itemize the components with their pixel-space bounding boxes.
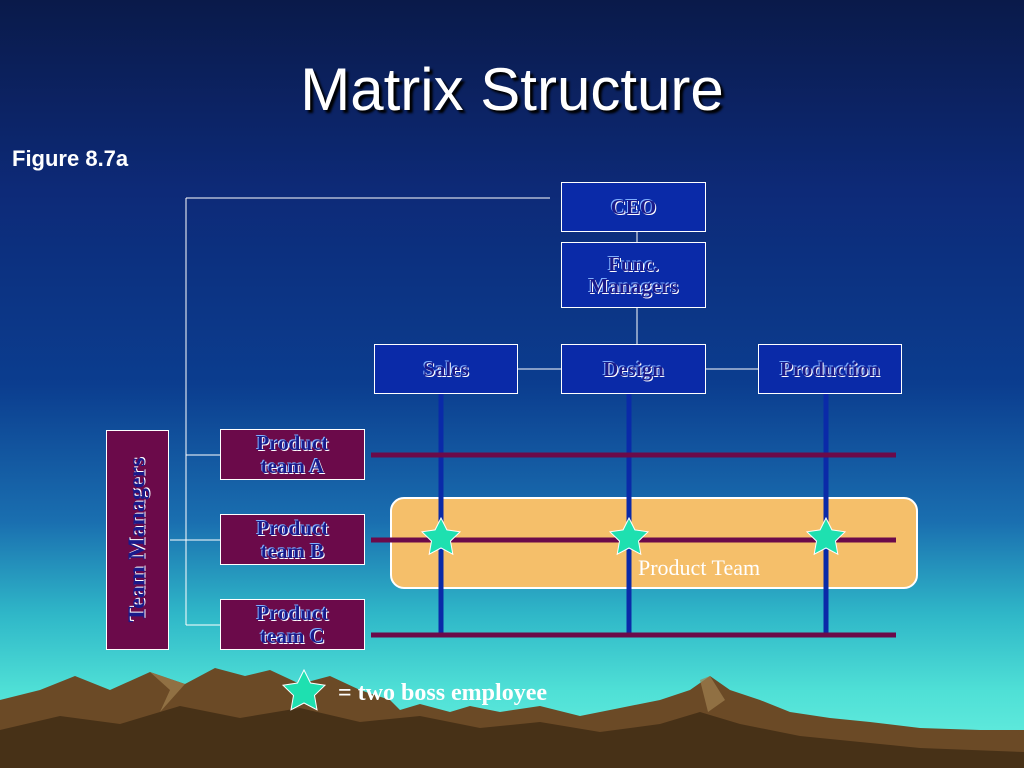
product-team-b-line1: Product — [256, 516, 329, 541]
mountain-landscape — [0, 668, 1024, 768]
product-team-c-line1: Product — [256, 601, 329, 626]
dept-label-production: Production — [780, 356, 880, 381]
ceo-label: CEO — [610, 194, 657, 219]
figure-label: Figure 8.7a — [12, 146, 129, 171]
dept-box-sales: Sales — [374, 344, 518, 394]
team-managers-box: Team Managers — [106, 430, 169, 650]
product-team-a-line1: Product — [256, 431, 329, 456]
product-team-b-box: Product team B — [220, 514, 365, 565]
product-team-c-box: Product team C — [220, 599, 365, 650]
product-team-a-line2: team A — [260, 453, 325, 478]
two-boss-star-sales — [420, 516, 462, 556]
star-icon — [281, 668, 327, 711]
dept-label-sales: Sales — [423, 356, 469, 381]
two-boss-star-production — [805, 516, 847, 556]
ceo-box: CEO — [561, 182, 706, 232]
product-team-c-line2: team C — [260, 623, 325, 648]
func-managers-box: Func. Managers — [561, 242, 706, 308]
dept-label-design: Design — [603, 356, 664, 381]
slide-title: Matrix Structure — [300, 56, 724, 123]
legend-text: = two boss employee — [338, 680, 547, 706]
product-team-b-line2: team B — [260, 538, 325, 563]
dept-box-design: Design — [561, 344, 706, 394]
product-team-highlight-label: Product Team — [638, 555, 761, 580]
func-managers-label-line1: Func. — [608, 251, 659, 276]
team-managers-label: Team Managers — [124, 457, 150, 623]
two-boss-star-design — [608, 516, 650, 556]
product-team-a-box: Product team A — [220, 429, 365, 480]
dept-box-production: Production — [758, 344, 902, 394]
func-managers-label-line2: Managers — [588, 274, 679, 298]
